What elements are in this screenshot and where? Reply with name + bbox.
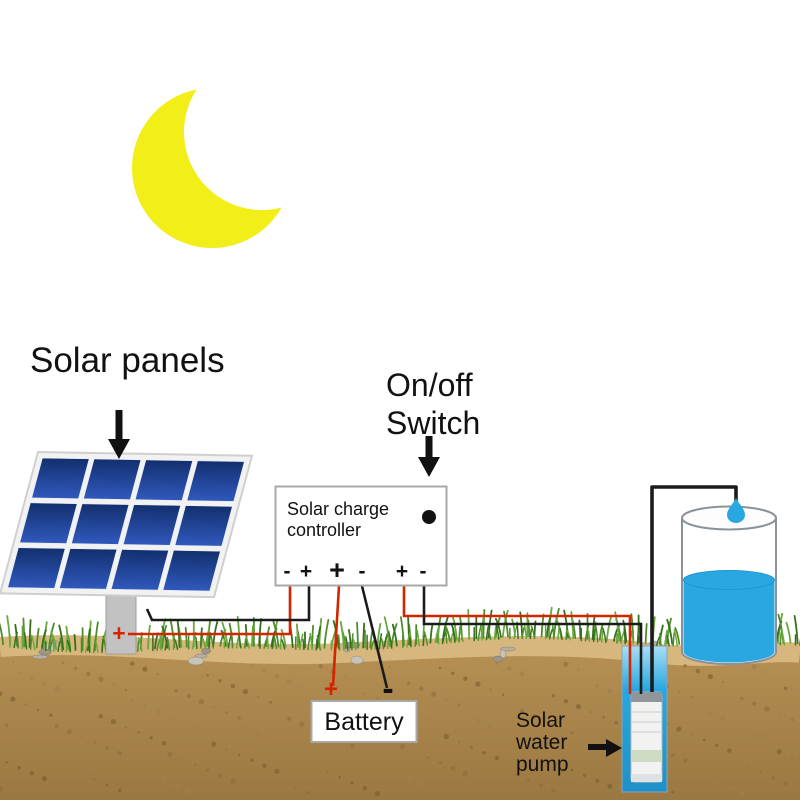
water-drop-icon [727,498,745,523]
panel-cells [7,457,245,592]
terminal-sign: + [396,560,408,583]
terminal-sign: + [329,555,345,585]
moon-icon [132,89,282,248]
svg-text:pump: pump [516,753,569,776]
wiring [128,585,643,694]
wire-panel-negative [145,586,311,622]
wire-pump-positive [402,586,632,694]
svg-text:water: water [515,731,567,754]
water-tank [681,498,777,665]
arrow-to-pump [588,739,622,757]
pump-label: Solar water pump [515,709,569,776]
wire-battery-positive [331,585,341,687]
battery-minus-sign: - [382,670,393,708]
onoff-switch-button [422,510,436,524]
pebbles [31,639,663,666]
terminal-sign: + [300,560,312,583]
wire-panel-positive [128,586,292,636]
battery: + - Battery [310,670,418,743]
svg-text:Solar: Solar [516,709,565,732]
solar-panels-label: Solar panels [30,341,225,380]
terminal-sign: - [420,560,427,583]
controller-title-line2: controller [287,520,361,540]
water-pump [630,691,663,783]
arrow-to-panel [108,410,130,459]
panel-plus-sign: + [112,620,125,646]
arrow-to-switch [418,436,440,477]
solar-panel [0,450,254,599]
battery-label: Battery [324,708,404,736]
battery-plus-sign: + [324,676,338,703]
water-pipe [650,485,738,692]
onoff-label-line1: On/off [386,367,473,403]
terminal-sign: - [284,560,291,583]
wire-pump-negative [422,586,643,694]
terminal-sign: - [359,560,366,583]
wire-battery-negative [360,585,389,689]
onoff-label-line2: Switch [386,405,480,441]
controller-title-line1: Solar charge [287,499,389,519]
charge-controller: Solar charge controller - + + - + - [274,485,448,587]
